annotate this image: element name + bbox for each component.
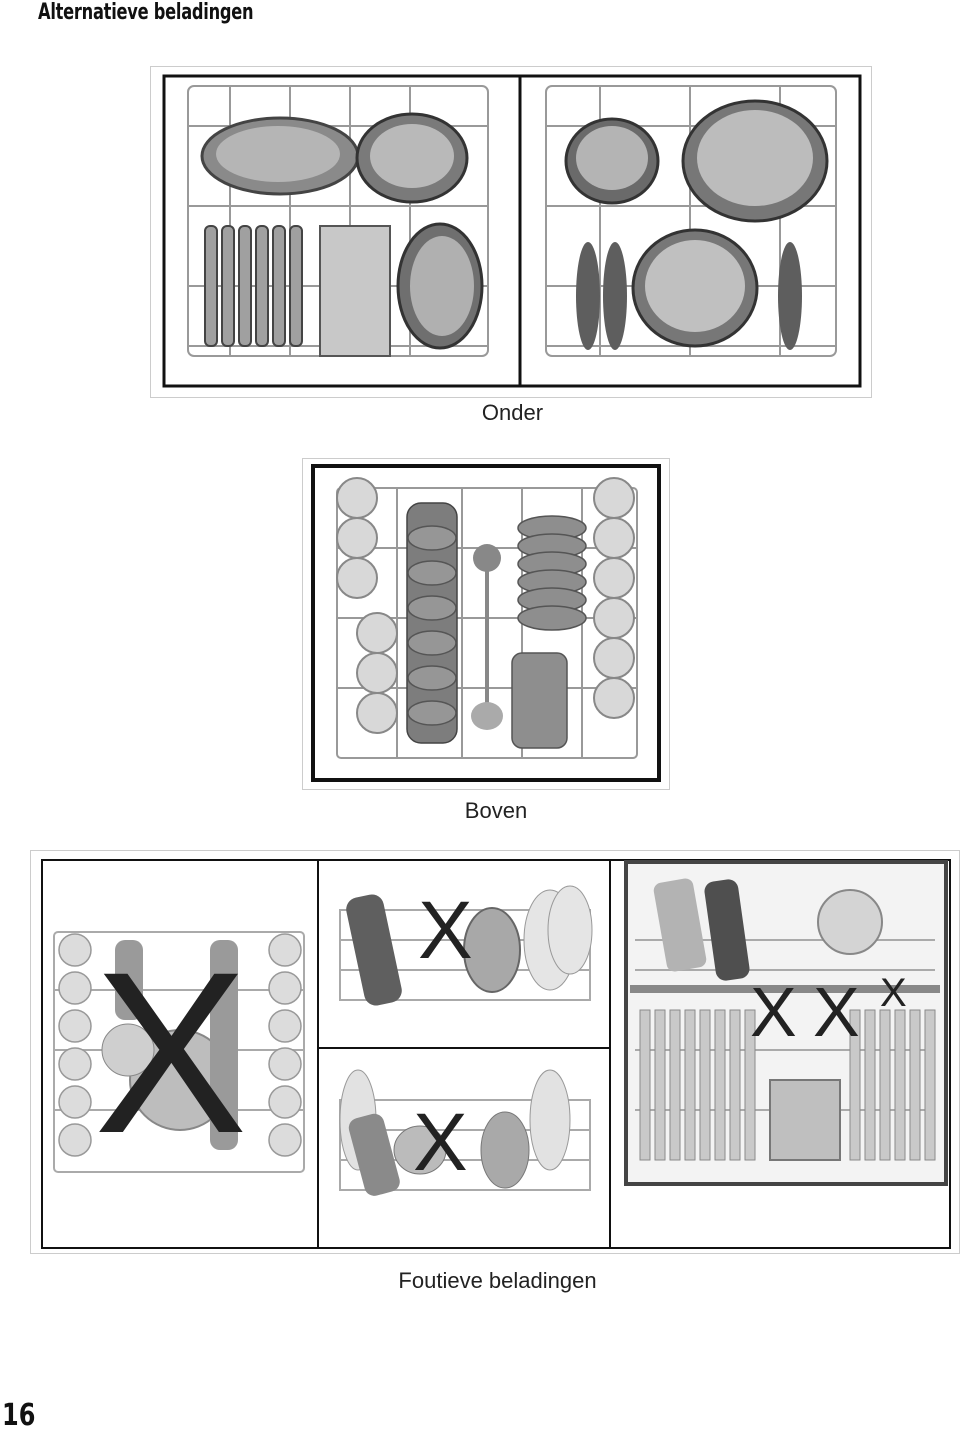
page-heading: Alternatieve beladingen (38, 0, 254, 25)
lower-basket-illustration (150, 66, 872, 398)
upper-basket-illustration (302, 458, 670, 790)
x-mark: X (418, 885, 473, 976)
upper-basket-figure (302, 458, 670, 790)
x-mark: X (813, 973, 860, 1051)
upper-basket-caption: Boven (464, 798, 528, 823)
wrong-loading-figure: X X X X X X (30, 850, 960, 1254)
lower-basket-figure (150, 66, 872, 398)
lower-basket-caption: Onder (481, 400, 544, 425)
wrong-loading-illustration: X X X X X X (30, 850, 960, 1254)
x-mark: X (750, 973, 797, 1051)
x-mark: X (94, 924, 247, 1181)
page-number: 16 (2, 1398, 36, 1433)
x-mark: X (880, 971, 907, 1015)
x-mark: X (413, 1097, 468, 1188)
wrong-loading-caption: Foutieve beladingen (398, 1268, 597, 1293)
